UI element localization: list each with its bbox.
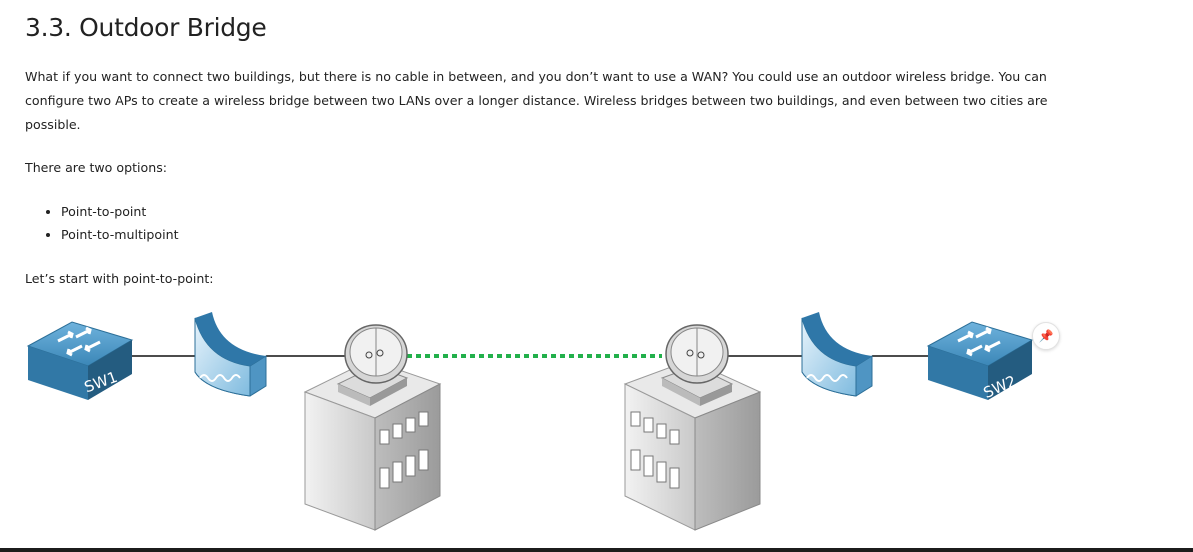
switch-sw2: SW2 — [926, 321, 1034, 402]
intro-paragraph: What if you want to connect two building… — [25, 69, 1048, 132]
access-point-ap1 — [194, 312, 267, 397]
section-heading: 3.3. Outdoor Bridge — [25, 13, 267, 42]
point-to-point-diagram: SW1 — [26, 312, 1034, 531]
antenna-1 — [336, 324, 409, 406]
switch-sw1: SW1 — [26, 321, 134, 400]
pin-icon[interactable]: 📌 — [1032, 322, 1060, 350]
antenna-2 — [660, 324, 734, 406]
bottom-bar — [0, 548, 1193, 552]
access-point-ap2 — [801, 312, 873, 397]
options-intro: There are two options: — [25, 160, 168, 175]
building-2 — [623, 359, 762, 531]
start-text: Let’s start with point-to-point: — [25, 271, 214, 286]
options-list: Point-to-point Point-to-multipoint — [47, 200, 179, 246]
list-item: Point-to-multipoint — [61, 223, 179, 246]
list-item: Point-to-point — [61, 200, 179, 223]
